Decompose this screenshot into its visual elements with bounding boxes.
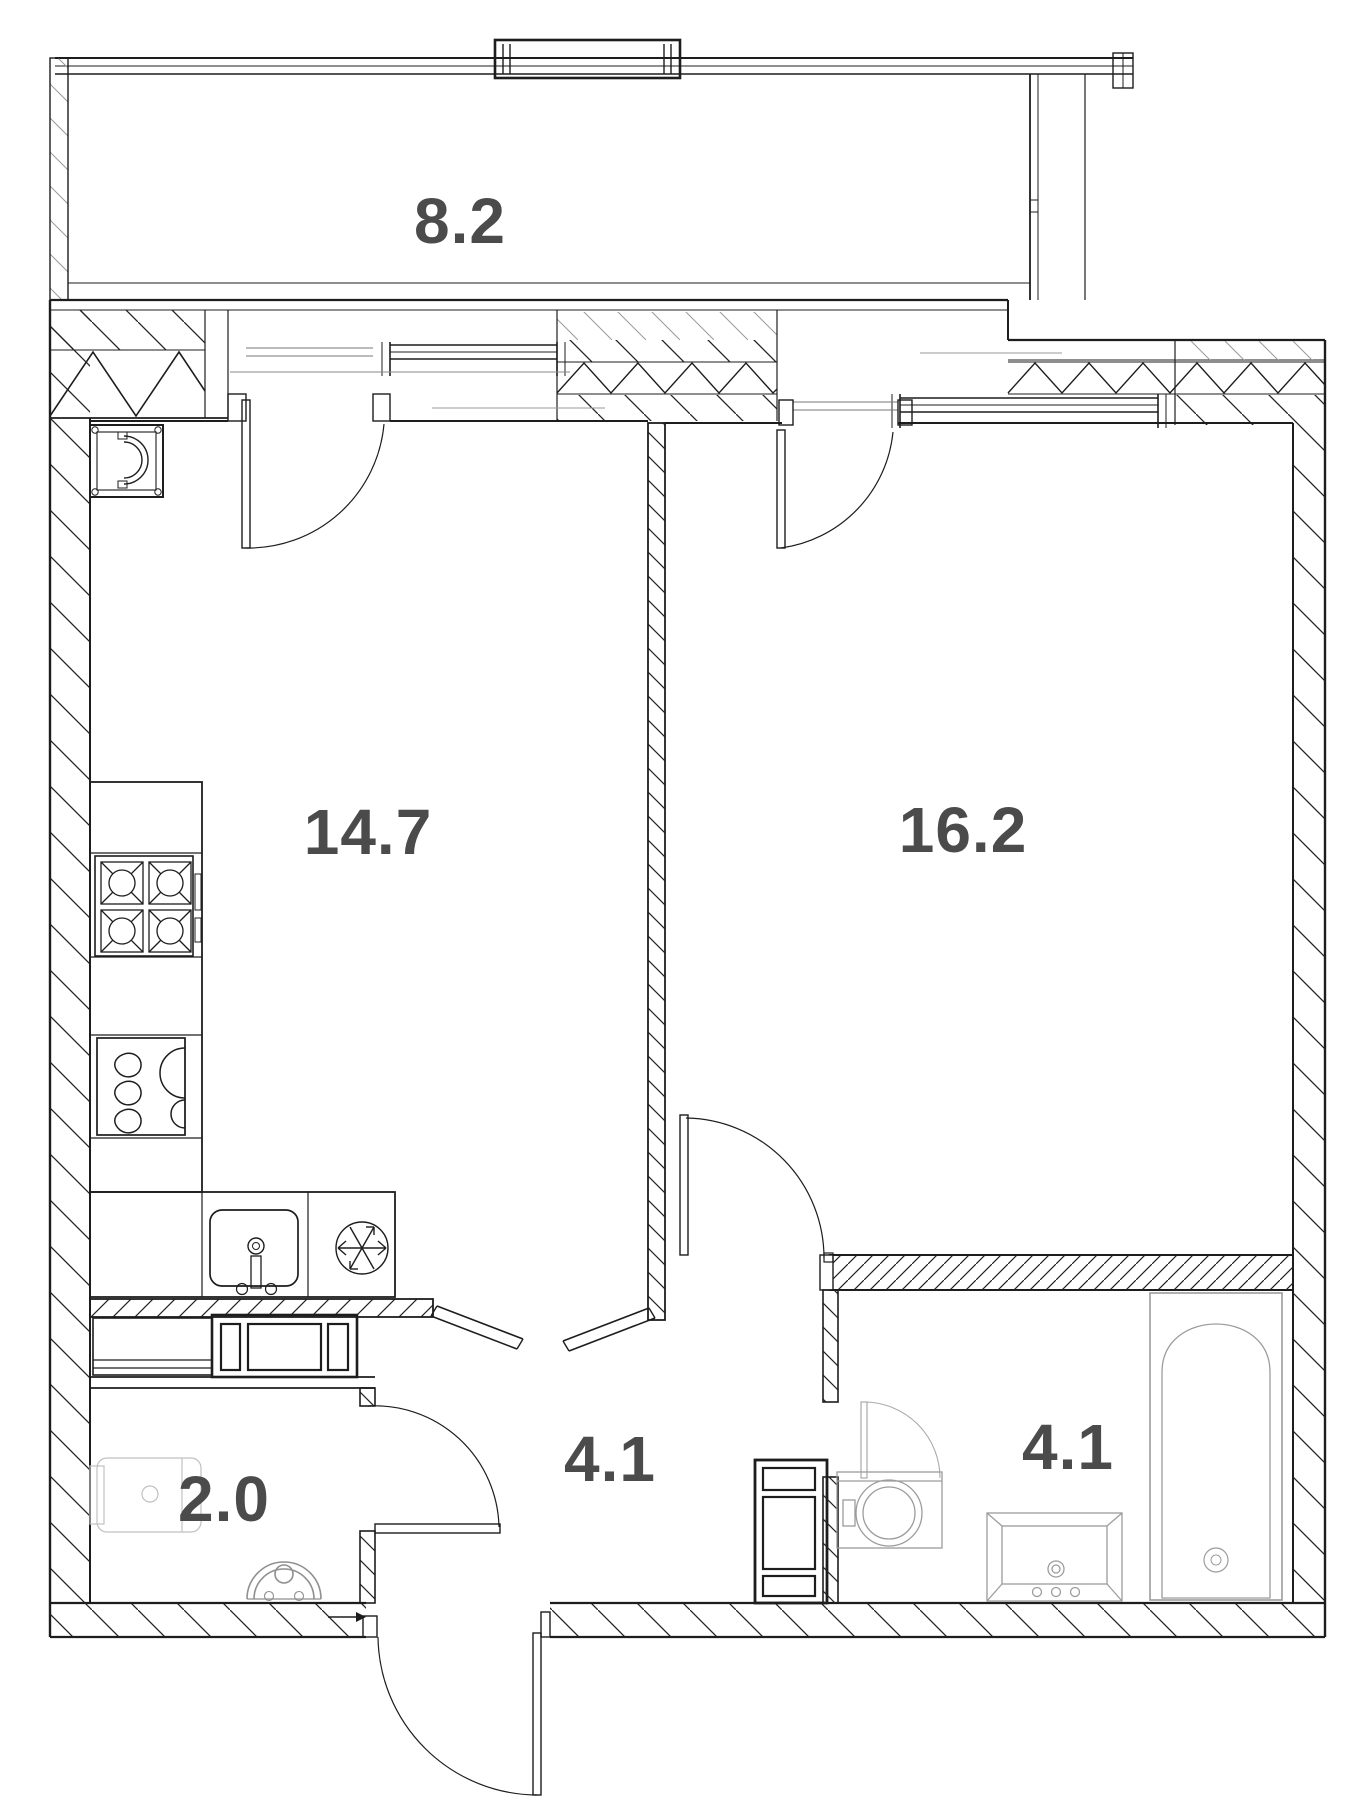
entrance-door bbox=[328, 1611, 551, 1796]
wc-basin-icon bbox=[89, 1457, 202, 1533]
bedroom-window bbox=[891, 352, 1167, 428]
stove-icon bbox=[94, 855, 202, 957]
hallway-fixtures bbox=[92, 1313, 829, 1605]
interior-partitions bbox=[89, 422, 1294, 1604]
wall-block-right bbox=[1007, 341, 1326, 425]
room-label-balcony: 8.2 bbox=[414, 185, 506, 257]
exterior-walls bbox=[48, 298, 1327, 1639]
kitchen-hall-opening bbox=[430, 1305, 656, 1352]
bedroom-door bbox=[679, 1114, 834, 1263]
fridge-snowflake-icon bbox=[335, 1221, 389, 1275]
room-label-bedroom: 16.2 bbox=[898, 794, 1028, 866]
kitchen-window bbox=[230, 342, 605, 409]
kitchen-fixtures bbox=[89, 424, 396, 1298]
balcony-door-kitchen bbox=[227, 347, 391, 549]
vent-duct-icon bbox=[89, 424, 164, 498]
wc-door bbox=[367, 1405, 501, 1534]
balcony-structure bbox=[49, 38, 1134, 301]
entrance-arrow-icon bbox=[328, 1612, 366, 1622]
dishwasher-icon bbox=[96, 1037, 186, 1136]
bathroom-door bbox=[860, 1401, 941, 1479]
vanity-sink-icon bbox=[986, 1512, 1123, 1602]
balcony-door-bedroom bbox=[776, 399, 913, 549]
balcony-glazing-marker bbox=[493, 38, 682, 80]
wardrobe-icon bbox=[92, 1313, 359, 1379]
doors bbox=[227, 347, 941, 1796]
hallway-cabinet-icon bbox=[753, 1458, 829, 1605]
room-label-hallway: 4.1 bbox=[564, 1423, 656, 1495]
toilet-icon bbox=[246, 1561, 322, 1602]
wall-block-center bbox=[556, 310, 778, 421]
kitchen-sink-icon bbox=[209, 1209, 299, 1296]
room-label-bathroom: 4.1 bbox=[1022, 1411, 1114, 1483]
bathroom-fixtures bbox=[836, 1292, 1283, 1602]
wc-fixtures bbox=[89, 1457, 322, 1602]
room-label-wc: 2.0 bbox=[178, 1463, 270, 1535]
windows bbox=[230, 342, 1167, 428]
washing-machine-icon bbox=[836, 1471, 943, 1549]
room-label-kitchen-living: 14.7 bbox=[303, 796, 433, 868]
bathtub-icon bbox=[1149, 1292, 1283, 1601]
